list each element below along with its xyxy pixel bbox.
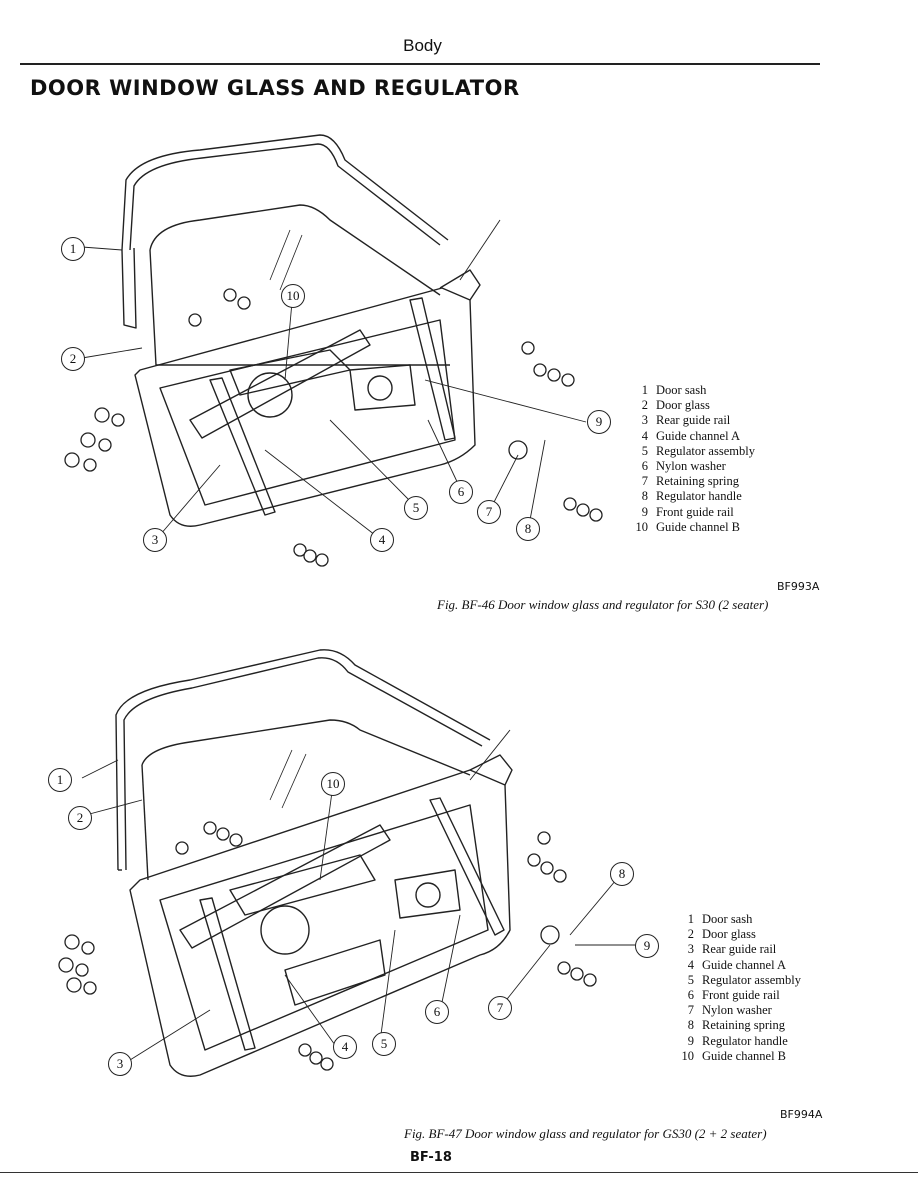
footer-rule xyxy=(0,1172,918,1173)
callout-5: 5 xyxy=(372,1032,396,1056)
callout-6: 6 xyxy=(425,1000,449,1024)
page-number: BF-18 xyxy=(410,1150,452,1165)
callout-9: 9 xyxy=(587,410,611,434)
page-title: DOOR WINDOW GLASS AND REGULATOR xyxy=(30,76,520,100)
figure-bf46-drawing xyxy=(64,134,603,567)
callout-1: 1 xyxy=(61,237,85,261)
page-header: Body xyxy=(403,36,442,55)
callout-1: 1 xyxy=(48,768,72,792)
figure-bf47-drawing xyxy=(58,649,640,1077)
callout-3: 3 xyxy=(108,1052,132,1076)
callout-7: 7 xyxy=(477,500,501,524)
figure-code-bf46: BF993A xyxy=(777,580,820,593)
header-rule xyxy=(20,63,820,65)
figure-caption-bf46: Fig. BF-46 Door window glass and regulat… xyxy=(437,597,769,612)
callout-8: 8 xyxy=(610,862,634,886)
figure-code-bf47: BF994A xyxy=(780,1108,823,1121)
callout-8: 8 xyxy=(516,517,540,541)
callout-9: 9 xyxy=(635,934,659,958)
callout-5: 5 xyxy=(404,496,428,520)
callout-4: 4 xyxy=(333,1035,357,1059)
callout-6: 6 xyxy=(449,480,473,504)
callout-10: 10 xyxy=(321,772,345,796)
callout-2: 2 xyxy=(68,806,92,830)
callout-10: 10 xyxy=(281,284,305,308)
callout-3: 3 xyxy=(143,528,167,552)
callout-7: 7 xyxy=(488,996,512,1020)
callout-4: 4 xyxy=(370,528,394,552)
callout-2: 2 xyxy=(61,347,85,371)
figure-caption-bf47: Fig. BF-47 Door window glass and regulat… xyxy=(404,1126,767,1141)
